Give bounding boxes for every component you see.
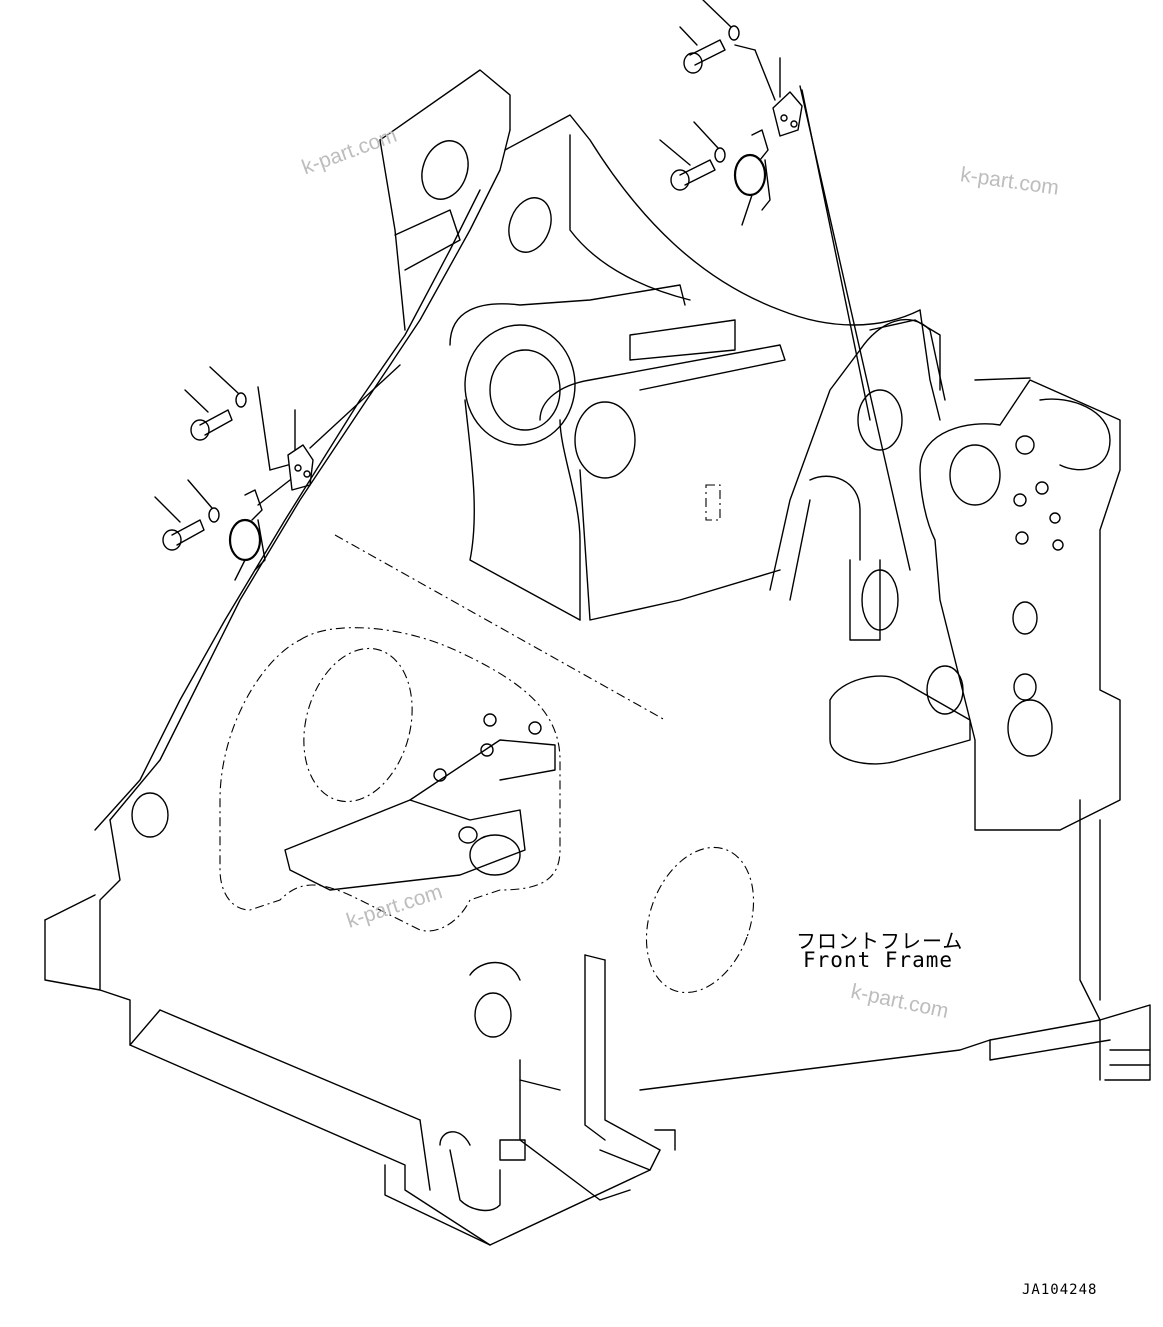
washer-icon bbox=[187, 479, 220, 523]
component-label-english: Front Frame bbox=[803, 948, 954, 972]
bolt-icon bbox=[184, 389, 233, 441]
sensor-icon bbox=[733, 129, 771, 226]
washer-icon bbox=[209, 366, 247, 408]
front-frame-body bbox=[44, 69, 1151, 1246]
upper-sensor-assembly bbox=[659, 0, 911, 571]
bracket-icon bbox=[287, 409, 314, 491]
washer-icon bbox=[693, 121, 726, 163]
sensor-icon bbox=[228, 489, 266, 581]
bolt-icon bbox=[154, 496, 205, 551]
washer-icon bbox=[702, 0, 740, 41]
drawing-number: JA104248 bbox=[1022, 1282, 1098, 1298]
lower-sensor-assembly bbox=[154, 364, 401, 581]
bolt-icon bbox=[679, 26, 726, 74]
bracket-icon bbox=[772, 57, 803, 137]
component-label-japanese: フロントフレーム bbox=[796, 929, 964, 953]
bolt-icon bbox=[659, 139, 716, 191]
